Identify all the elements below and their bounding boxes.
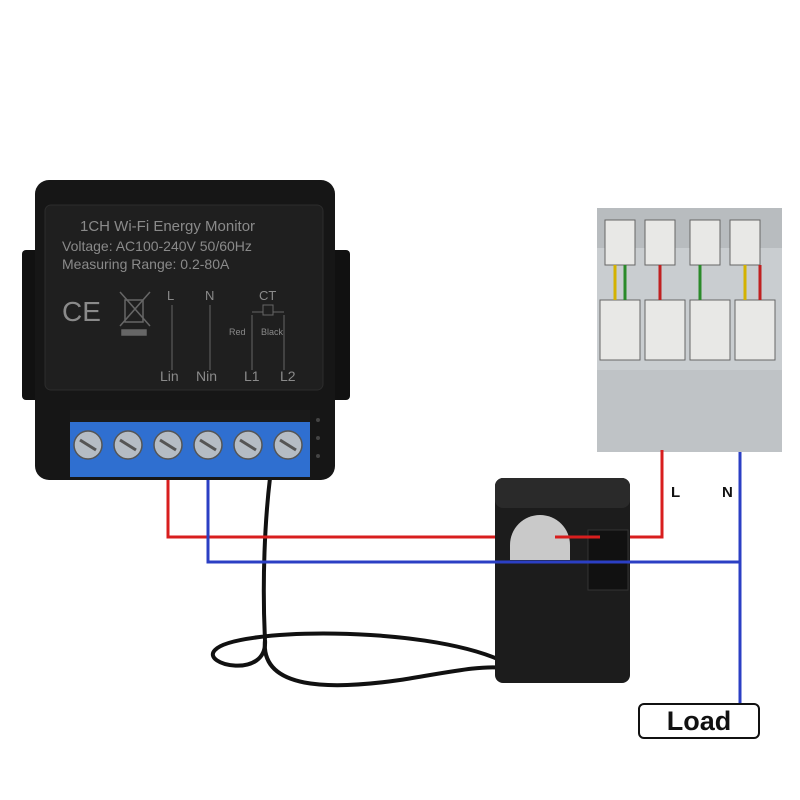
terminal-l1: L1 <box>244 368 260 384</box>
distribution-panel-photo <box>597 208 782 452</box>
terminal-l-label: L <box>167 288 175 303</box>
device-title: 1CH Wi-Fi Energy Monitor <box>80 218 256 235</box>
weee-bin-icon <box>119 291 151 336</box>
device-range: Measuring Range: 0.2-80A <box>62 256 230 272</box>
terminal-ct-label: CT <box>259 288 277 303</box>
device-voltage: Voltage: AC100-240V 50/60Hz <box>62 238 252 254</box>
ct-cable <box>210 477 506 688</box>
terminal-l2: L2 <box>280 368 296 384</box>
energy-monitor-device <box>22 180 350 480</box>
terminal-lin: Lin <box>160 368 179 384</box>
ce-mark: CE <box>62 296 101 327</box>
load-label: Load <box>638 703 760 739</box>
ct-clamp <box>495 478 630 683</box>
live-label: L <box>671 484 681 501</box>
terminal-n-label: N <box>205 288 215 303</box>
ct-red-label: Red <box>229 327 246 337</box>
live-wire <box>166 478 555 539</box>
neutral-wire <box>206 478 740 564</box>
terminal-nin: Nin <box>196 368 218 384</box>
ct-black-label: Black <box>261 327 284 337</box>
neutral-label: N <box>722 484 733 501</box>
